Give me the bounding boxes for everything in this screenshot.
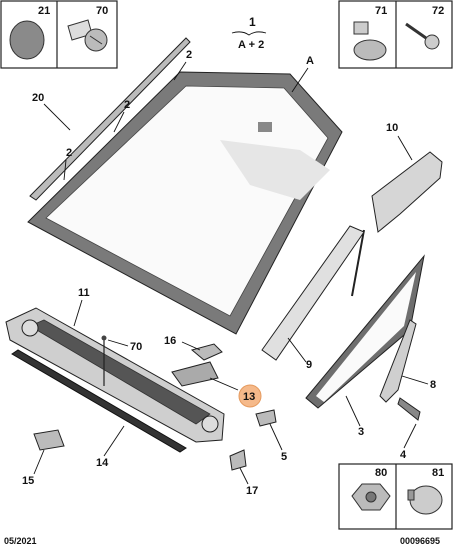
part-17-clip bbox=[229, 449, 247, 471]
part-14-seal-strip bbox=[11, 349, 187, 453]
part-70-screw-on-panel bbox=[101, 335, 107, 386]
part-70-screw-icon bbox=[67, 19, 108, 52]
part-71-clip-icon bbox=[353, 21, 387, 61]
callout-70: 70 bbox=[130, 341, 142, 353]
callout-14: 14 bbox=[96, 457, 109, 469]
box-label-70: 70 bbox=[96, 5, 108, 17]
callout-2b: 2 bbox=[124, 99, 130, 111]
callout-13: 13 bbox=[243, 391, 255, 403]
header-formula: A + 2 bbox=[238, 39, 264, 51]
callout-2a: 2 bbox=[186, 49, 192, 61]
windscreen-glass bbox=[27, 71, 343, 335]
footer-ref: 00096695 bbox=[400, 536, 440, 546]
part-11-scuttle-panel bbox=[5, 307, 225, 443]
callout-2c: 2 bbox=[66, 147, 72, 159]
callout-16: 16 bbox=[164, 335, 176, 347]
part-15-bracket bbox=[33, 429, 65, 451]
part-13-bracket bbox=[171, 361, 219, 387]
callout-4: 4 bbox=[400, 449, 407, 461]
callout-5: 5 bbox=[281, 451, 287, 463]
footer-date: 05/2021 bbox=[4, 536, 37, 546]
box-label-71: 71 bbox=[375, 5, 387, 17]
callout-3: 3 bbox=[358, 426, 364, 438]
callout-11: 11 bbox=[78, 287, 90, 299]
callout-8: 8 bbox=[430, 379, 436, 391]
callout-A: A bbox=[306, 55, 314, 67]
box-top-right: 71 72 bbox=[338, 0, 453, 69]
part-80-nut-icon bbox=[351, 483, 391, 511]
callout-15: 15 bbox=[22, 475, 34, 487]
part-20-moulding bbox=[29, 37, 191, 201]
highlight-13-marker bbox=[238, 384, 262, 408]
box-label-72: 72 bbox=[432, 5, 444, 17]
header-number: 1 bbox=[249, 15, 256, 29]
box-label-81: 81 bbox=[432, 467, 444, 479]
part-9-trim bbox=[261, 225, 365, 361]
part-81-rivet-icon bbox=[407, 485, 443, 515]
box-top-left: 21 70 bbox=[0, 0, 118, 69]
callout-10: 10 bbox=[386, 122, 398, 134]
part-8-seal bbox=[379, 319, 417, 403]
part-16-bracket bbox=[190, 343, 223, 361]
callout-9: 9 bbox=[306, 359, 312, 371]
callout-17: 17 bbox=[246, 485, 258, 497]
part-5-clip bbox=[255, 409, 277, 427]
part-21-grommet-icon bbox=[9, 20, 45, 60]
box-label-80: 80 bbox=[375, 467, 387, 479]
callout-20: 20 bbox=[32, 92, 44, 104]
part-72-bolt-icon bbox=[405, 22, 440, 50]
header-brace bbox=[231, 31, 267, 36]
part-4-clip bbox=[397, 397, 421, 421]
box-label-21: 21 bbox=[38, 5, 50, 17]
box-bottom-right: 80 81 bbox=[338, 463, 453, 530]
part-10-bracket bbox=[351, 151, 443, 297]
